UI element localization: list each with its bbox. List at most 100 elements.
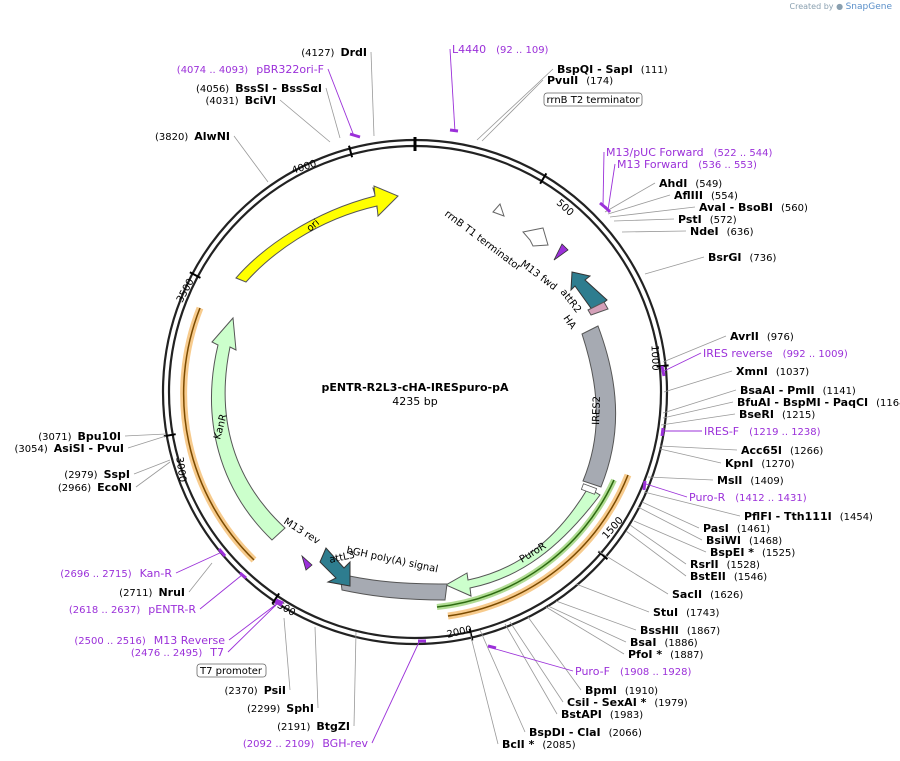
restriction-site[interactable]: BtgZI(2191) xyxy=(277,720,350,733)
primer-position: (1219 .. 1238) xyxy=(749,427,821,438)
scale-tick-label: 3000 xyxy=(173,456,187,483)
restriction-site[interactable]: PasI(1461) xyxy=(703,522,770,535)
restriction-site[interactable]: AvaI - BsoBI(560) xyxy=(699,201,808,214)
restriction-site[interactable]: PsiI(2370) xyxy=(224,684,286,697)
restriction-site[interactable]: BstEII(1546) xyxy=(690,570,767,583)
site-name: BclI * xyxy=(502,738,535,751)
restriction-site[interactable]: AvrII(976) xyxy=(730,330,794,343)
restriction-site[interactable]: BsrGI(736) xyxy=(708,251,776,264)
site-name: PflFI - Tth111I xyxy=(744,510,832,523)
site-leader xyxy=(547,605,627,643)
primer-name: Kan-R xyxy=(140,567,173,580)
restriction-site[interactable]: BspEI *(1525) xyxy=(710,546,795,559)
restriction-site[interactable]: BstAPI(1983) xyxy=(561,708,643,721)
site-position: (636) xyxy=(727,227,754,238)
site-leader xyxy=(659,445,738,451)
site-position: (1983) xyxy=(610,710,643,721)
restriction-site[interactable]: PvuII(174) xyxy=(547,74,613,87)
restriction-site[interactable]: NdeI(636) xyxy=(690,225,754,238)
site-leader xyxy=(659,448,722,464)
site-leader xyxy=(621,230,687,233)
restriction-site[interactable]: BssHII(1867) xyxy=(640,624,720,637)
primer-leader xyxy=(449,48,456,133)
site-position: (1525) xyxy=(762,548,795,559)
restriction-site[interactable]: AhdI(549) xyxy=(659,177,722,190)
primer[interactable]: T7(2476 .. 2495) xyxy=(131,646,224,659)
restriction-site[interactable]: CsiI - SexAI *(1979) xyxy=(567,696,688,709)
scale-tick-label: 500 xyxy=(554,198,576,219)
primer[interactable]: M13 Forward(536 .. 553) xyxy=(617,158,757,171)
primer-bar xyxy=(487,644,497,650)
primer[interactable]: L4440(92 .. 109) xyxy=(452,43,549,56)
snapgene-logo-icon: ● xyxy=(836,2,844,11)
primer[interactable]: pBR322ori-F(4074 .. 4093) xyxy=(177,63,324,76)
restriction-site[interactable]: BfuAI - BspMI - PaqCI(1164) xyxy=(737,396,900,409)
site-name: BsrGI xyxy=(708,251,741,264)
primer[interactable]: IRES reverse(992 .. 1009) xyxy=(703,347,848,360)
site-leader xyxy=(124,433,167,437)
restriction-site[interactable]: AsiSI - PvuI(3054) xyxy=(15,442,125,455)
restriction-site[interactable]: BciVI(4031) xyxy=(205,94,276,107)
restriction-site[interactable]: RsrII(1528) xyxy=(690,558,760,571)
primer-leader xyxy=(645,483,688,498)
site-leader xyxy=(609,206,696,218)
site-position: (1409) xyxy=(750,476,783,487)
restriction-site[interactable]: AflIII(554) xyxy=(674,189,738,202)
restriction-site[interactable]: Bpu10I(3071) xyxy=(38,430,121,443)
primer-bar xyxy=(603,205,612,214)
restriction-site[interactable]: XmnI(1037) xyxy=(736,365,809,378)
primer[interactable]: pENTR-R(2618 .. 2637) xyxy=(69,603,196,616)
site-name: BstEII xyxy=(690,570,726,583)
restriction-site[interactable]: MslI (1409) xyxy=(717,474,784,487)
primer[interactable]: Puro-F(1908 .. 1928) xyxy=(575,665,691,678)
restriction-site[interactable]: BsiWI(1468) xyxy=(706,534,782,547)
restriction-site[interactable]: BclI *(2085) xyxy=(502,738,576,751)
site-name: AhdI xyxy=(659,177,687,190)
primer[interactable]: M13/pUC Forward(522 .. 544) xyxy=(606,146,772,159)
site-name: AvrII xyxy=(730,330,759,343)
site-name: EcoNI xyxy=(97,481,132,494)
restriction-site[interactable]: SspI(2979) xyxy=(64,468,130,481)
site-position: (4056) xyxy=(196,84,229,95)
site-leader xyxy=(663,370,733,393)
primer[interactable]: BGH-rev(2092 .. 2109) xyxy=(243,737,369,750)
restriction-site[interactable]: KpnI(1270) xyxy=(725,457,795,470)
site-name: MslI xyxy=(717,474,742,487)
attl3-label: attL3 xyxy=(328,550,356,566)
site-name: PvuII xyxy=(547,74,578,87)
restriction-site[interactable]: SacII(1626) xyxy=(672,588,743,601)
primer[interactable]: Puro-R(1412 .. 1431) xyxy=(689,491,807,504)
restriction-site[interactable]: PflFI - Tth111I(1454) xyxy=(744,510,873,523)
restriction-site[interactable]: BsaI(1886) xyxy=(630,636,698,649)
restriction-site[interactable]: SphI(2299) xyxy=(247,702,314,715)
restriction-site[interactable]: BseRI(1215) xyxy=(739,408,815,421)
primer[interactable]: Kan-R(2696 .. 2715) xyxy=(60,567,172,580)
restriction-site[interactable]: BssSI - BssSαI(4056) xyxy=(196,82,322,95)
site-name: PasI xyxy=(703,522,729,535)
restriction-site[interactable]: PstI(572) xyxy=(678,213,737,226)
attr2-feature xyxy=(570,271,608,312)
restriction-site[interactable]: BspDI - ClaI(2066) xyxy=(529,726,642,739)
restriction-site[interactable]: NruI(2711) xyxy=(119,586,185,599)
restriction-site[interactable]: BpmI(1910) xyxy=(585,684,658,697)
restriction-site[interactable]: BspQI - SapI(111) xyxy=(557,63,668,76)
primer-leader xyxy=(661,352,702,373)
restriction-site[interactable]: StuI(1743) xyxy=(653,606,719,619)
site-leader xyxy=(633,520,707,553)
primer-name: BGH-rev xyxy=(322,737,368,750)
restriction-site[interactable]: AlwNI(3820) xyxy=(155,130,230,143)
site-name: AflIII xyxy=(674,189,703,202)
restriction-site[interactable]: DrdI(4127) xyxy=(301,46,367,59)
primer-bar xyxy=(449,128,459,133)
restriction-site[interactable]: Acc65I(1266) xyxy=(741,444,823,457)
restriction-site[interactable]: PfoI *(1887) xyxy=(628,648,703,661)
site-name: BssHII xyxy=(640,624,679,637)
primer[interactable]: IRES-F(1219 .. 1238) xyxy=(704,425,821,438)
site-position: (1886) xyxy=(664,638,697,649)
site-leader xyxy=(476,68,554,141)
primer-bar xyxy=(642,480,647,491)
primer[interactable]: M13 Reverse(2500 .. 2516) xyxy=(74,634,225,647)
restriction-site[interactable]: BsaAI - PmlI(1141) xyxy=(740,384,856,397)
restriction-site[interactable]: EcoNI(2966) xyxy=(58,481,132,494)
primer-name: T7 xyxy=(209,646,224,659)
